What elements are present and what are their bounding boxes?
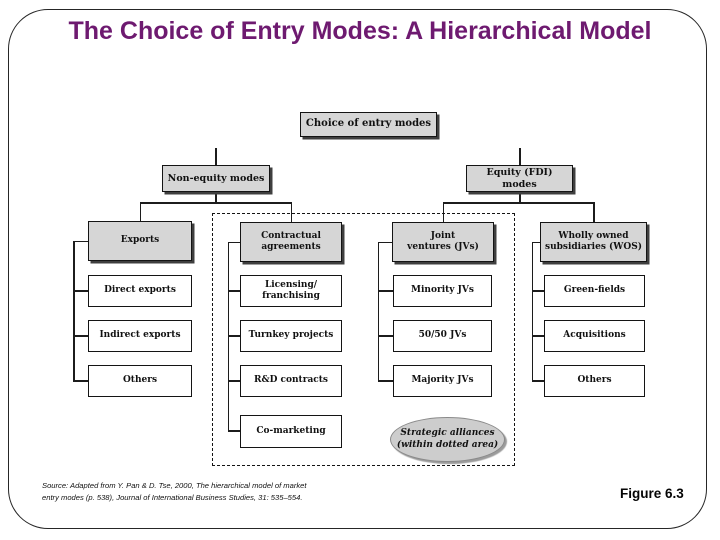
connector-line — [227, 335, 241, 337]
strategic-alliances-ellipse: Strategic alliances (within dotted area) — [390, 417, 505, 462]
node-indirect-exports: Indirect exports — [88, 320, 192, 352]
node-contractual-agreements: Contractual agreements — [240, 222, 342, 262]
node-licensing-franchising: Licensing/ franchising — [240, 275, 342, 307]
node-non-equity-modes: Non-equity modes — [162, 165, 270, 192]
node-direct-exports: Direct exports — [88, 275, 192, 307]
connector-line — [290, 202, 292, 223]
slide-border-frame — [8, 9, 707, 529]
node-turnkey-projects: Turnkey projects — [240, 320, 342, 352]
connector-line — [593, 202, 595, 223]
connector-line — [442, 202, 444, 223]
node-acquisitions: Acquisitions — [544, 320, 645, 352]
connector-line — [531, 241, 545, 243]
connector-line — [377, 290, 394, 292]
source-citation: Source: Adapted from Y. Pan & D. Tse, 20… — [42, 480, 422, 504]
source-line-1: Source: Adapted from Y. Pan & D. Tse, 20… — [42, 481, 307, 490]
connector-line — [377, 241, 379, 382]
connector-line — [139, 202, 141, 222]
connector-line — [519, 191, 521, 203]
connector-line — [215, 148, 217, 165]
node-majority-jvs: Majority JVs — [393, 365, 492, 397]
connector-line — [73, 335, 88, 337]
strategic-alliances-dotted-area — [212, 213, 515, 466]
node-equity-fdi-modes: Equity (FDI) modes — [466, 165, 573, 192]
connector-line — [442, 202, 595, 204]
connector-line — [227, 290, 241, 292]
connector-line — [73, 290, 88, 292]
connector-line — [531, 241, 533, 382]
connector-line — [227, 430, 241, 432]
node-rd-contracts: R&D contracts — [240, 365, 342, 397]
connector-line — [531, 335, 545, 337]
connector-line — [215, 191, 217, 203]
node-co-marketing: Co-marketing — [240, 415, 342, 448]
node-joint-ventures: Joint ventures (JVs) — [392, 222, 494, 262]
connector-line — [73, 240, 75, 382]
node-choice-of-entry-modes: Choice of entry modes — [300, 112, 437, 137]
page-title: The Choice of Entry Modes: A Hierarchica… — [68, 17, 652, 45]
connector-line — [73, 240, 88, 242]
node-wos-others: Others — [544, 365, 645, 397]
source-line-2: entry modes (p. 538), Journal of Interna… — [42, 492, 303, 502]
connector-line — [531, 290, 545, 292]
connector-line — [531, 380, 545, 382]
connector-line — [377, 335, 394, 337]
connector-line — [73, 380, 88, 382]
figure-label: Figure 6.3 — [620, 486, 684, 501]
node-wholly-owned-subsidiaries: Wholly owned subsidiaries (WOS) — [540, 222, 647, 262]
connector-line — [227, 241, 229, 432]
node-exports-others: Others — [88, 365, 192, 397]
node-green-fields: Green-fields — [544, 275, 645, 307]
connector-line — [227, 241, 241, 243]
connector-line — [377, 241, 394, 243]
node-exports: Exports — [88, 221, 192, 261]
connector-line — [377, 380, 394, 382]
node-minority-jvs: Minority JVs — [393, 275, 492, 307]
node-5050-jvs: 50/50 JVs — [393, 320, 492, 352]
connector-line — [227, 380, 241, 382]
connector-line — [519, 148, 521, 165]
connector-line — [139, 202, 292, 204]
